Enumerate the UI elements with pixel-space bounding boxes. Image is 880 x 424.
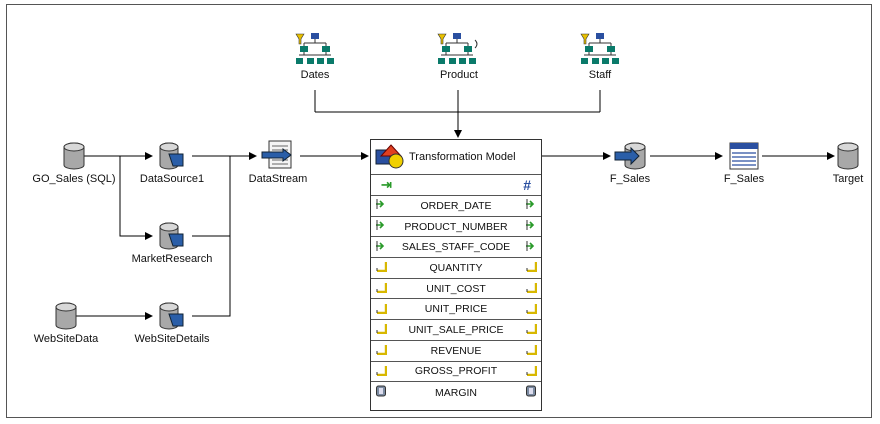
tm-field-row[interactable]: PRODUCT_NUMBER	[371, 217, 541, 238]
node-label: Dates	[300, 69, 330, 81]
node-dates[interactable]: Dates	[285, 32, 345, 81]
tm-field-name: SALES_STAFF_CODE	[401, 241, 511, 254]
tm-field-name: MARGIN	[435, 386, 477, 399]
node-websitedetails[interactable]: WebSiteDetails	[124, 302, 220, 345]
transformation-model-icon	[375, 144, 404, 169]
measure-field-icon	[375, 322, 388, 337]
hierarchy-filter-icon	[295, 33, 334, 64]
diagram-frame	[6, 4, 872, 418]
tm-field-row[interactable]: UNIT_COST	[371, 279, 541, 300]
key-field-icon	[375, 219, 387, 234]
key-field-icon	[375, 198, 387, 213]
tm-title: Transformation Model	[409, 151, 516, 163]
tm-field-name: UNIT_SALE_PRICE	[408, 323, 504, 336]
tm-field-row[interactable]: SALES_STAFF_CODE	[371, 237, 541, 259]
measure-field-icon	[375, 343, 388, 358]
fact-build-icon	[614, 142, 646, 170]
tm-toolbar: ⇥ #	[371, 175, 541, 195]
node-datasource1[interactable]: DataSource1	[132, 142, 212, 185]
table-icon	[729, 142, 759, 170]
key-field-icon	[525, 240, 537, 255]
measure-field-icon	[525, 281, 538, 296]
node-f-sales-1[interactable]: F_Sales	[598, 142, 662, 185]
node-label: Staff	[588, 69, 612, 81]
edge-gosales-marketresearch	[119, 156, 153, 240]
node-label: F_Sales	[723, 173, 765, 185]
node-label: Product	[440, 69, 478, 81]
key-field-icon	[525, 219, 537, 234]
node-go-sales[interactable]: GO_Sales (SQL)	[22, 142, 126, 185]
tm-field-row[interactable]: QUANTITY	[371, 258, 541, 279]
measure-field-icon	[525, 322, 538, 337]
tm-field-name: QUANTITY	[429, 261, 483, 274]
key-field-icon	[375, 240, 387, 255]
data-source-icon	[159, 302, 184, 330]
data-source-icon	[159, 222, 184, 250]
node-datastream[interactable]: DataStream	[240, 140, 316, 185]
calculated-field-icon	[525, 385, 537, 400]
node-label: GO_Sales (SQL)	[32, 173, 116, 185]
tm-field-row[interactable]: ORDER_DATE	[371, 196, 541, 217]
edge-websitedetails-join	[192, 236, 231, 317]
tm-header[interactable]: Transformation Model	[371, 140, 541, 175]
node-label: WebSiteDetails	[134, 333, 210, 345]
measure-field-icon	[525, 260, 538, 275]
node-marketresearch[interactable]: MarketResearch	[124, 222, 220, 265]
node-target[interactable]: Target	[826, 142, 870, 185]
node-websitedata[interactable]: WebSiteData	[18, 302, 114, 345]
measure-field-icon	[375, 260, 388, 275]
calculated-field-icon	[375, 385, 387, 400]
node-label: DataStream	[248, 173, 308, 185]
tm-field-row[interactable]: UNIT_SALE_PRICE	[371, 320, 541, 341]
database-icon	[55, 302, 77, 330]
node-product[interactable]: Product	[424, 32, 494, 81]
node-staff[interactable]: Staff	[570, 32, 630, 81]
transformation-model[interactable]: Transformation Model ⇥ # ORDER_DATE PRODU…	[370, 139, 542, 411]
measure-field-icon	[525, 343, 538, 358]
node-label: MarketResearch	[131, 253, 213, 265]
measure-field-icon	[525, 364, 538, 379]
data-source-icon	[159, 142, 184, 170]
hierarchy-filter-icon	[580, 33, 619, 64]
tm-field-row[interactable]: MARGIN	[371, 382, 541, 403]
data-stream-icon	[261, 140, 292, 169]
tm-field-row[interactable]: UNIT_PRICE	[371, 299, 541, 321]
measure-field-icon	[525, 302, 538, 317]
add-field-icon[interactable]: ⇥	[381, 177, 392, 192]
tm-field-name: REVENUE	[430, 344, 482, 357]
node-label: WebSiteData	[33, 333, 99, 345]
key-field-icon	[525, 198, 537, 213]
measure-field-icon	[375, 364, 388, 379]
node-label: DataSource1	[139, 173, 205, 185]
tm-field-name: PRODUCT_NUMBER	[404, 220, 508, 233]
tm-field-name: GROSS_PROFIT	[414, 365, 498, 378]
hash-icon[interactable]: #	[523, 177, 531, 193]
tm-field-name: ORDER_DATE	[420, 199, 492, 212]
database-icon	[63, 142, 85, 170]
tm-field-row[interactable]: REVENUE	[371, 341, 541, 362]
tm-field-name: UNIT_COST	[426, 282, 486, 295]
node-label: Target	[832, 173, 864, 185]
tm-field-name: UNIT_PRICE	[424, 303, 488, 316]
database-icon	[837, 142, 859, 170]
measure-field-icon	[375, 302, 388, 317]
tm-field-row[interactable]: GROSS_PROFIT	[371, 362, 541, 383]
tm-field-list: ORDER_DATE PRODUCT_NUMBER SALES_STAFF_CODE…	[371, 195, 541, 403]
measure-field-icon	[375, 281, 388, 296]
node-f-sales-2[interactable]: F_Sales	[712, 142, 776, 185]
hierarchy-filter-icon	[437, 33, 478, 64]
node-label: F_Sales	[609, 173, 651, 185]
